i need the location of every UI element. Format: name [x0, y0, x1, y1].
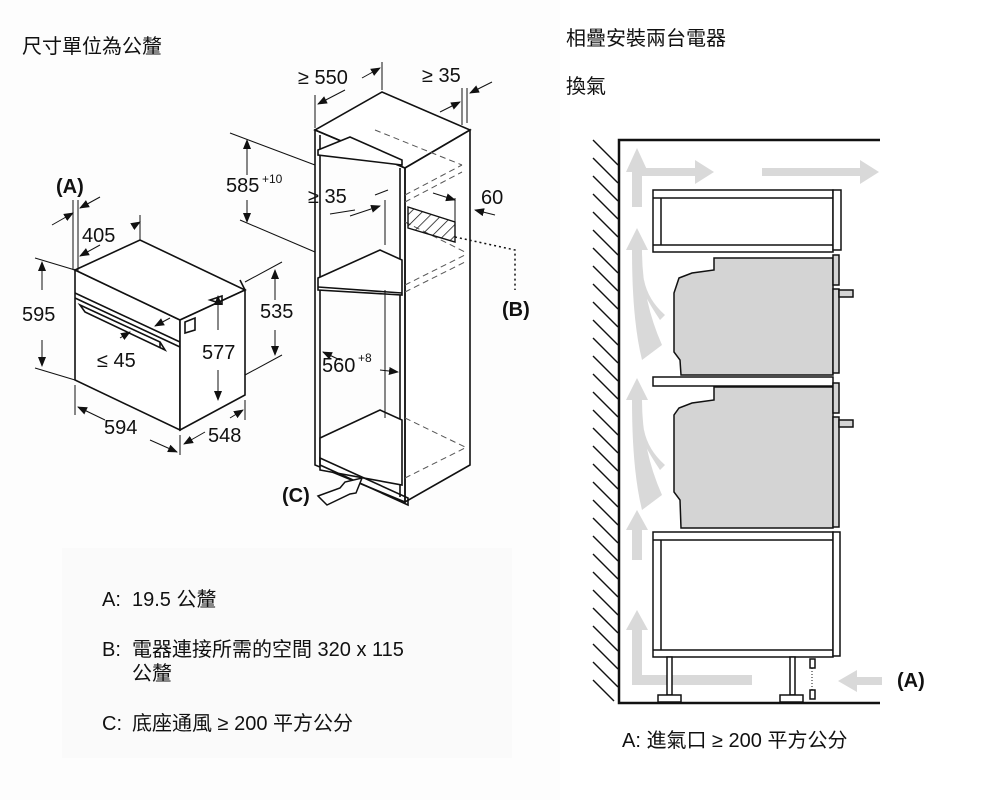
dim-shelf-35: ≥ 35 — [308, 186, 347, 208]
connection-area — [407, 206, 456, 243]
dim-550: ≥ 550 — [298, 67, 348, 89]
legend-key: B: — [102, 639, 121, 661]
connection-leader — [454, 236, 516, 290]
upper-oven — [673, 254, 854, 376]
cabinet-label-b: (B) — [502, 299, 530, 321]
dim-577: 577 — [202, 342, 235, 364]
dim-60: 60 — [481, 187, 503, 209]
right-title: 相疊安裝兩台電器 — [566, 26, 726, 50]
legend-item-a: A: 19.5 公釐 — [102, 588, 422, 612]
dim-535: 535 — [260, 301, 293, 323]
legend-key: A: — [102, 589, 121, 611]
upper-cabinet — [652, 189, 842, 253]
left-title: 尺寸單位為公釐 — [22, 34, 162, 58]
legend-item-c: C: 底座通風 ≥ 200 平方公分 — [102, 712, 422, 736]
oven-label-a: (A) — [56, 176, 84, 198]
dim-405: 405 — [82, 225, 115, 247]
airflow-arrows — [626, 148, 882, 692]
middle-shelf — [652, 376, 834, 387]
dim-560-tolerance: +8 — [358, 351, 372, 365]
legend-text: 底座通風 ≥ 200 平方公分 — [132, 713, 354, 735]
wall-outline — [617, 138, 880, 705]
wall-hatch — [592, 139, 619, 702]
base-cabinet — [652, 531, 841, 703]
right-subtitle: 換氣 — [566, 74, 606, 98]
legend-key: C: — [102, 713, 122, 735]
dim-595: 595 — [22, 304, 55, 326]
cabinet-drawing — [313, 91, 472, 507]
legend-text: 19.5 公釐 — [132, 589, 217, 611]
dim-585: 585 — [226, 175, 259, 197]
lower-oven — [673, 382, 854, 529]
oven-drawing — [73, 239, 247, 432]
dim-handle-45: ≤ 45 — [97, 350, 136, 372]
right-caption: A: 進氣口 ≥ 200 平方公分 — [622, 729, 847, 752]
cabinet-label-c: (C) — [282, 485, 310, 507]
dim-594: 594 — [104, 417, 137, 439]
dim-560: 560 — [322, 355, 355, 377]
oven-dimension-labels: (A) 405 595 ≤ 45 577 535 594 548 — [22, 176, 293, 447]
dim-548: 548 — [208, 425, 241, 447]
legend-panel — [62, 548, 512, 758]
dim-585-tolerance: +10 — [262, 172, 283, 186]
right-label-a: (A) — [897, 670, 925, 692]
legend-item-b: B: 電器連接所需的空間 320 x 115 公釐 — [102, 638, 422, 686]
cabinet-dimension-lines — [314, 62, 496, 375]
dim-back-35: ≥ 35 — [422, 65, 461, 87]
legend-text: 電器連接所需的空間 320 x 115 公釐 — [132, 639, 404, 685]
legend: A: 19.5 公釐 B: 電器連接所需的空間 320 x 115 公釐 C: … — [102, 588, 422, 762]
cabinet-dimension-labels: ≥ 550 ≥ 35 585 +10 ≥ 35 60 (B) 560 +8 (C… — [226, 65, 530, 507]
oven-dimension-lines — [34, 132, 316, 455]
ventilation-arrow-c — [316, 476, 364, 506]
